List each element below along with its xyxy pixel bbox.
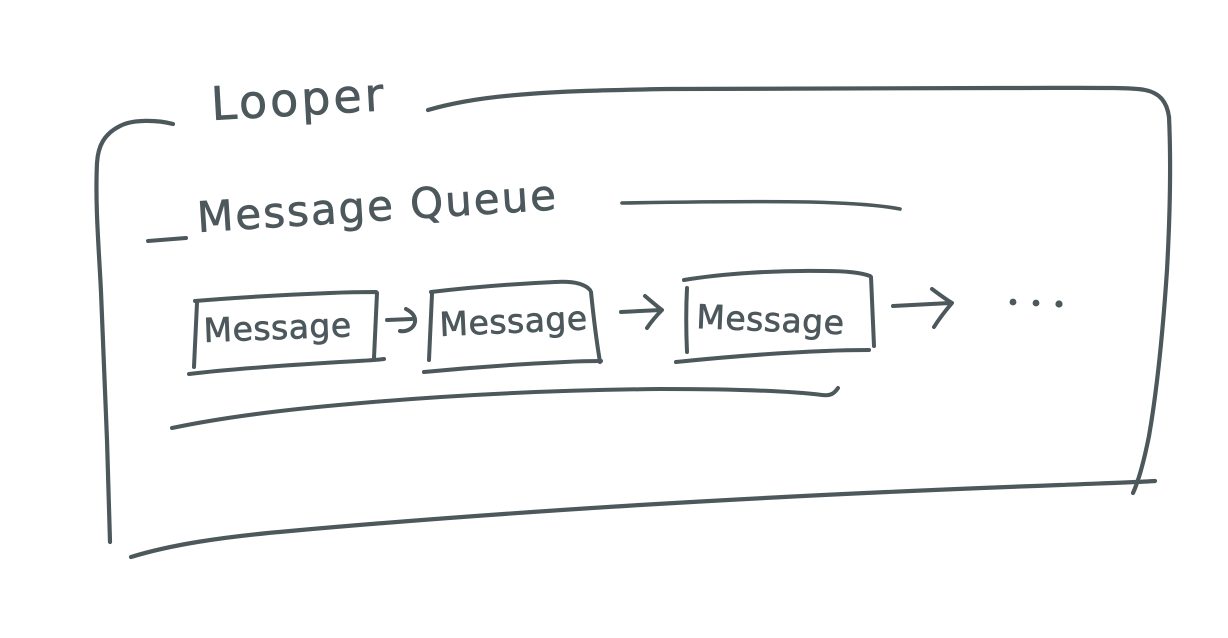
queue-arrow-2 bbox=[619, 294, 664, 330]
looper-border-right bbox=[1130, 114, 1173, 496]
message-box-2-outline bbox=[427, 279, 602, 364]
looper-border-left bbox=[94, 118, 176, 545]
message-queue-label: Message Queue bbox=[196, 170, 560, 242]
queue-arrow-3 bbox=[891, 287, 954, 329]
message-box-1-outline bbox=[192, 290, 379, 369]
message-box-3[interactable]: Message bbox=[674, 268, 876, 364]
queue-arrow-1 bbox=[385, 307, 418, 334]
arrow-right-icon bbox=[619, 294, 664, 330]
looper-border-bottom bbox=[128, 478, 1158, 560]
message-box-3-label: Message bbox=[696, 297, 846, 342]
message-box-3-outline bbox=[682, 268, 876, 354]
message-box-3-underline bbox=[674, 348, 871, 364]
message-box-1[interactable]: Message bbox=[187, 290, 386, 376]
looper-container bbox=[94, 85, 1173, 560]
looper-label: Looper bbox=[210, 67, 388, 131]
message-box-1-label: Message bbox=[203, 305, 353, 350]
ellipsis-dot-1 bbox=[1009, 298, 1017, 306]
message-queue-border-top bbox=[620, 199, 902, 211]
message-box-2-underline bbox=[422, 359, 603, 374]
message-box-2-label: Message bbox=[439, 298, 589, 344]
message-box-1-underline bbox=[187, 357, 386, 376]
queue-continuation-ellipsis bbox=[1009, 298, 1063, 308]
message-box-2[interactable]: Message bbox=[422, 279, 603, 374]
looper-border-top bbox=[425, 85, 1172, 120]
arrow-right-icon bbox=[891, 287, 954, 329]
ellipsis-dot-3 bbox=[1055, 300, 1063, 308]
ellipsis-dot-2 bbox=[1032, 299, 1040, 307]
arrow-right-icon bbox=[385, 307, 418, 334]
message-queue-border-left-dash bbox=[146, 236, 188, 243]
message-queue-border-bottom bbox=[170, 386, 840, 430]
message-queue-container bbox=[146, 199, 902, 430]
